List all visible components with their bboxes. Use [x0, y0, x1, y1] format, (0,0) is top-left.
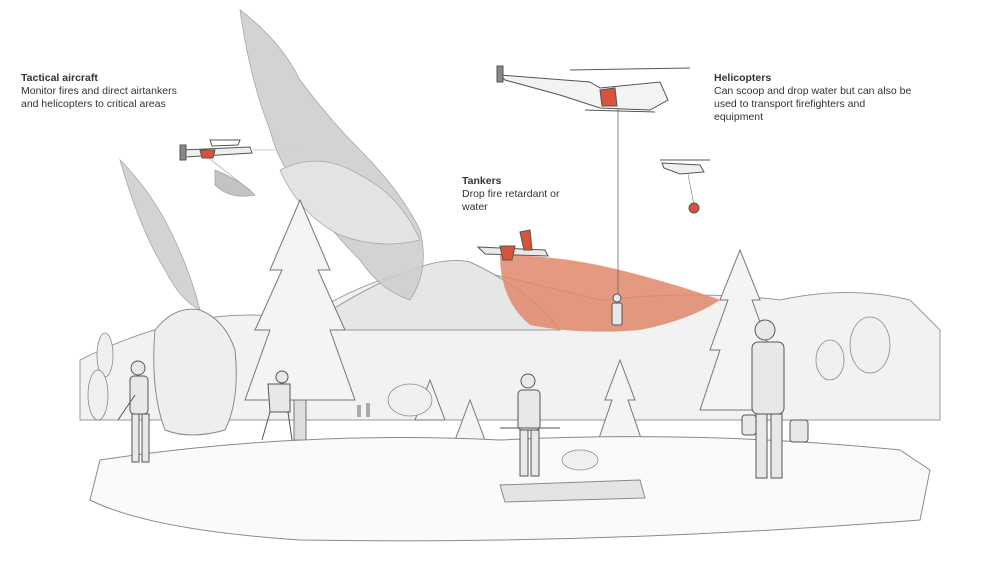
- shrubs: [87, 316, 891, 471]
- rappelling-firefighter: [611, 293, 623, 326]
- airtanker-plane: [476, 229, 549, 261]
- smoke-plumes: [119, 9, 424, 311]
- tankers-label: Tankers Drop fire retardant or water: [462, 175, 582, 214]
- bucket-helicopter: [660, 159, 710, 214]
- tactical-aircraft-title: Tactical aircraft: [21, 72, 98, 84]
- distant-firefighters: [357, 403, 370, 417]
- helicopters-label: Helicopters Can scoop and drop water but…: [714, 72, 914, 124]
- retardant-drop: [500, 255, 720, 332]
- firefighter-digging: [261, 370, 293, 441]
- helicopters-title: Helicopters: [714, 72, 772, 84]
- helicopters-description: Can scoop and drop water but can also be…: [714, 85, 912, 123]
- tankers-title: Tankers: [462, 175, 502, 187]
- firefighter-center: [500, 373, 560, 477]
- tactical-aircraft-plane: [179, 139, 300, 161]
- tactical-aircraft-label: Tactical aircraft Monitor fires and dire…: [21, 72, 181, 111]
- firefighter-right: [741, 319, 809, 479]
- tankers-description: Drop fire retardant or water: [462, 188, 560, 213]
- firefighter-left: [117, 360, 150, 463]
- rocks-and-terrain: [89, 308, 931, 542]
- tactical-aircraft-description: Monitor fires and direct airtankers and …: [21, 85, 177, 110]
- main-helicopter: [496, 65, 691, 300]
